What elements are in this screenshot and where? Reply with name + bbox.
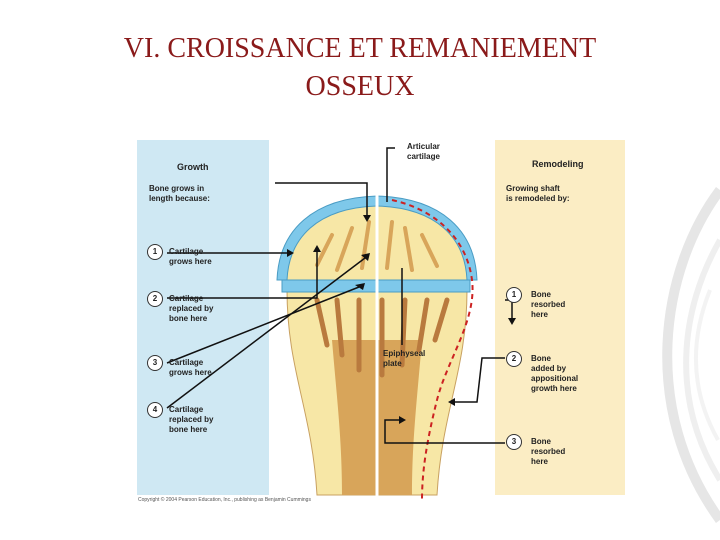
copyright-notice: Copyright © 2004 Pearson Education, Inc.… [138, 497, 311, 503]
remodel-step-2-label: Bone added by appositional growth here [531, 354, 579, 393]
remodeling-title: Remodeling [532, 159, 584, 169]
growth-step-2-number: 2 [147, 291, 163, 307]
growth-step-1-label: Cartilage grows here [169, 247, 212, 266]
epiphyseal-plate-label: Epiphyseal plate [383, 349, 426, 368]
slide-title: VI. CROISSANCE ET REMANIEMENT OSSEUX [123, 33, 597, 102]
remodel-step-2-number: 2 [506, 351, 522, 367]
articular-cartilage [276, 195, 478, 281]
growth-step-3-label: Cartilage grows here [169, 358, 212, 377]
growth-step-4-label: Cartilage replaced by bone here [169, 405, 214, 434]
remodel-dashed-line [391, 199, 474, 501]
bone-illustration [166, 147, 516, 501]
bone-growth-figure: Growth Bone grows in length because: 1 C… [137, 140, 627, 508]
growth-title: Growth [177, 162, 209, 172]
remodel-step-1-number: 1 [506, 287, 522, 303]
remodeling-intro: Growing shaft is remodeled by: [506, 184, 570, 203]
growth-step-1-number: 1 [147, 244, 163, 260]
remodel-step-1-label: Bone resorbed here [531, 290, 566, 319]
spongy-bone [314, 297, 450, 378]
growth-arrows [166, 182, 368, 409]
decorative-swoosh [662, 187, 720, 523]
growth-step-3-number: 3 [147, 355, 163, 371]
articular-pointer [386, 147, 395, 202]
growth-intro: Bone grows in length because: [149, 184, 210, 203]
growth-step-2-label: Cartilage replaced by bone here [169, 294, 214, 323]
remodel-step-3-number: 3 [506, 434, 522, 450]
growth-arrowheads [287, 215, 371, 290]
remodel-step-3-label: Bone resorbed here [531, 437, 566, 466]
growth-panel [137, 140, 269, 495]
epiphysis-trabeculae [315, 220, 439, 272]
remodel-arrowheads [399, 318, 516, 424]
articular-cartilage-label: Articular cartilage [407, 142, 440, 161]
growth-step-4-number: 4 [147, 402, 163, 418]
